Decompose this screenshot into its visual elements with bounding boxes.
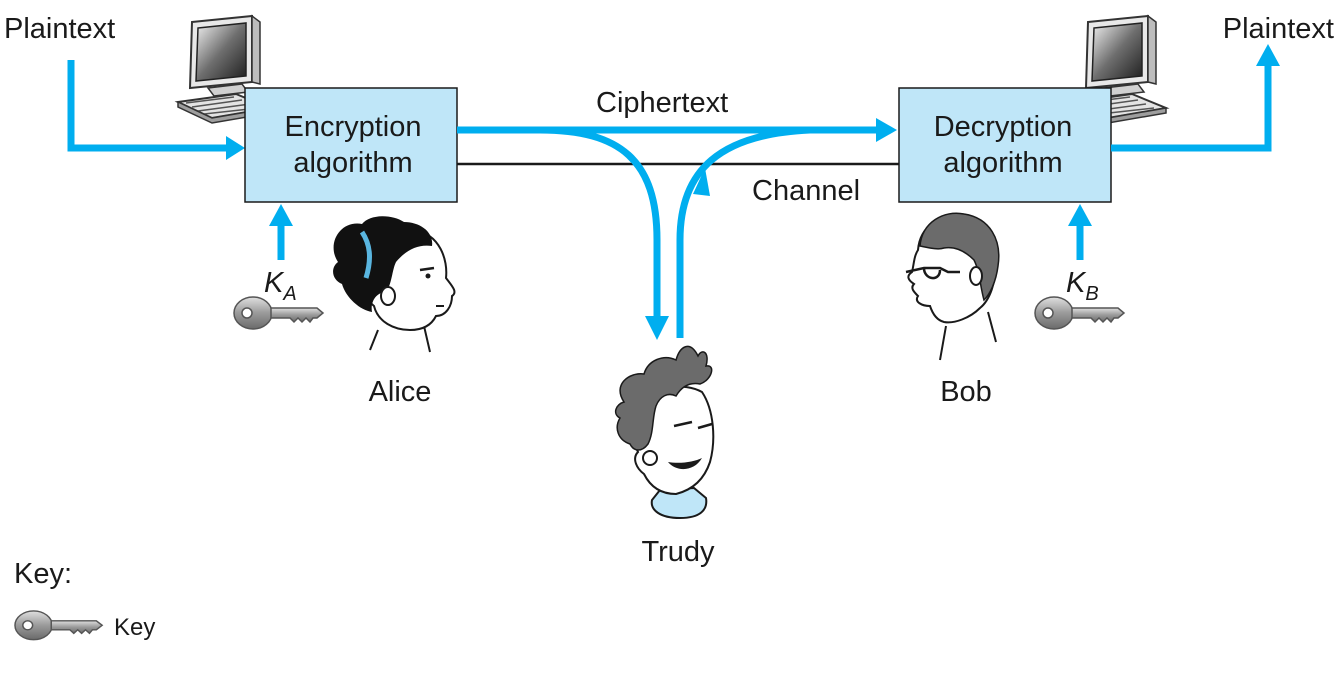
- plaintext-right-label: Plaintext: [1223, 13, 1334, 45]
- plaintext-in-arrow: [67, 60, 228, 152]
- encryption-box: [244, 87, 458, 203]
- alice-label: Alice: [369, 376, 432, 408]
- trudy-face-icon: [614, 345, 715, 520]
- key-a-label: KA: [264, 267, 297, 305]
- legend-title: Key:: [14, 558, 72, 590]
- key-b-symbol: K: [1066, 267, 1087, 299]
- key-a-arrowhead: [269, 204, 293, 226]
- legend-key-label: Key: [114, 614, 155, 641]
- encryption-line2: algorithm: [293, 147, 412, 179]
- key-a-subscript: A: [282, 283, 296, 305]
- inject-arrow: [676, 126, 811, 338]
- ciphertext-label: Ciphertext: [596, 87, 728, 119]
- key-icon: [233, 296, 324, 330]
- intercept-arrow: [539, 126, 661, 318]
- inject-arrowhead: [693, 168, 710, 196]
- plaintext-left-label: Plaintext: [4, 13, 115, 45]
- intercept-arrowhead: [645, 316, 669, 340]
- trudy-label: Trudy: [641, 536, 715, 568]
- decryption-line1: Decryption: [934, 111, 1073, 143]
- ciphertext-arrowhead: [876, 118, 897, 142]
- plaintext-out-arrowhead: [1256, 44, 1280, 66]
- plaintext-out-arrow: [1111, 62, 1272, 152]
- encryption-line1: Encryption: [284, 111, 421, 143]
- bob-label: Bob: [940, 376, 992, 408]
- decryption-box: [898, 87, 1112, 203]
- alice-face-icon: [333, 216, 456, 353]
- key-icon: [14, 610, 103, 641]
- plaintext-in-arrowhead: [226, 136, 245, 160]
- key-a-symbol: K: [264, 267, 285, 299]
- key-b-label: KB: [1066, 267, 1099, 305]
- key-icon: [1034, 296, 1125, 330]
- key-b-arrowhead: [1068, 204, 1092, 226]
- decryption-line2: algorithm: [943, 147, 1062, 179]
- channel-label: Channel: [752, 175, 860, 207]
- bob-face-icon: [905, 212, 1000, 361]
- key-b-subscript: B: [1085, 283, 1098, 305]
